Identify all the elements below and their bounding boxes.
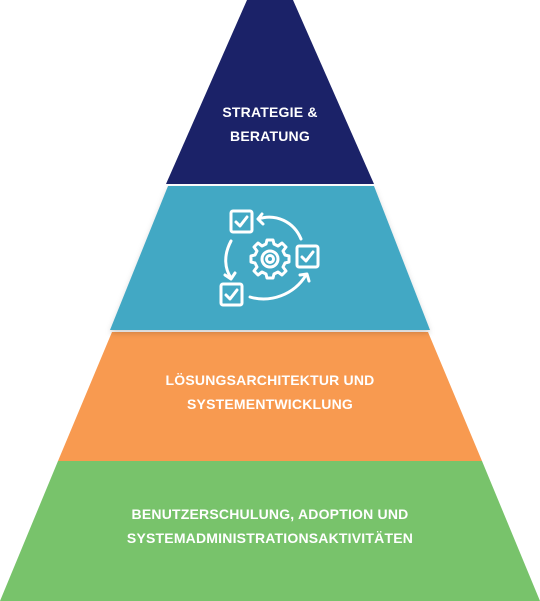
tier-label-line: SYSTEMADMINISTRATIONSAKTIVITÄTEN [126,530,414,546]
tier-label-line: BERATUNG [230,128,310,144]
pyramid-tier-top [166,0,374,184]
tier-label-strategy: STRATEGIE & BERATUNG [170,100,370,148]
tier-label-training: BENUTZERSCHULUNG, ADOPTION UND SYSTEMADM… [40,502,500,550]
tier-label-line: SYSTEMENTWICKLUNG [187,396,353,412]
process-cycle-checklist-icon [219,209,320,307]
pyramid-tier-third [58,332,482,461]
tier-label-architecture: LÖSUNGSARCHITEKTUR UND SYSTEMENTWICKLUNG [90,368,450,416]
tier-label-line: LÖSUNGSARCHITEKTUR UND [165,372,375,388]
pyramid-tier-second [110,186,430,330]
tier-label-line: STRATEGIE & [222,104,318,120]
tier-label-line: BENUTZERSCHULUNG, ADOPTION UND [131,506,409,522]
pyramid-tier-bottom [0,461,540,601]
